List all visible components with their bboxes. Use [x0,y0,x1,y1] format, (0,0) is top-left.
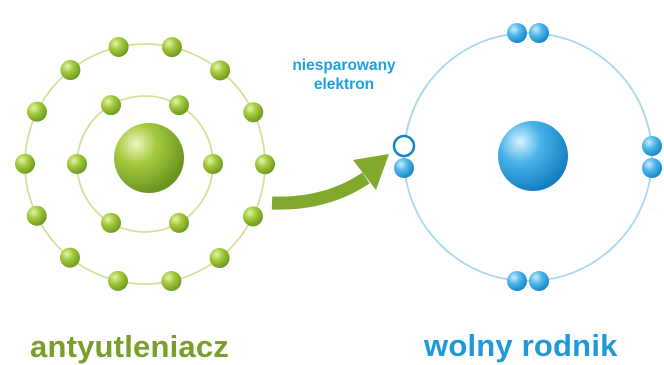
antioxidant-outer-electron [161,271,182,292]
antioxidant-inner-electron [169,95,189,116]
antioxidant-nucleus [114,123,184,193]
antioxidant-inner-electron [67,154,87,174]
antioxidant-caption: antyutleniacz [30,329,229,364]
curved-arrow-icon [271,154,389,210]
antioxidant-inner-electron [101,95,121,116]
radical-electrons [392,23,662,291]
free-radical-atom-icon [392,23,662,291]
radical-paired-electron [642,158,662,178]
antioxidant-outer-electron [59,247,80,268]
antioxidant-outer-electron [15,153,36,174]
antioxidant-outer-electron [209,248,230,269]
antioxidant-outer-electron [60,59,81,80]
antioxidant-outer-electron [27,101,48,122]
antioxidant-outer-electron [108,270,129,291]
radical-nucleus [498,121,568,191]
unpaired-electron [394,158,414,178]
radical-paired-electron [507,23,527,43]
antioxidant-outer-electron [242,206,263,227]
antioxidant-inner-electron [169,212,189,233]
free-radical-caption: wolny rodnik [424,328,618,363]
antioxidant-electrons [15,36,275,292]
annotation-line-2: elektron [313,76,375,93]
antioxidant-outer-electron [243,102,264,123]
antioxidant-atom-icon [15,36,275,292]
antioxidant-outer-electron [161,37,182,58]
antioxidant-outer-electron [108,36,129,57]
radical-paired-electron [642,136,662,156]
unpaired-electron-label: niesparowany elektron [268,56,420,94]
antioxidant-inner-electron [101,212,121,233]
antioxidant-inner-electron [203,154,223,174]
radical-paired-electron [529,271,549,291]
radical-paired-electron [529,23,549,43]
annotation-line-1: niesparowany [292,57,396,74]
antioxidant-outer-electron [254,154,275,175]
antioxidant-outer-electron [210,60,231,81]
antioxidant-outer-electron [26,205,47,226]
radical-paired-electron [507,271,527,291]
unpaired-electron-slot [392,134,416,158]
